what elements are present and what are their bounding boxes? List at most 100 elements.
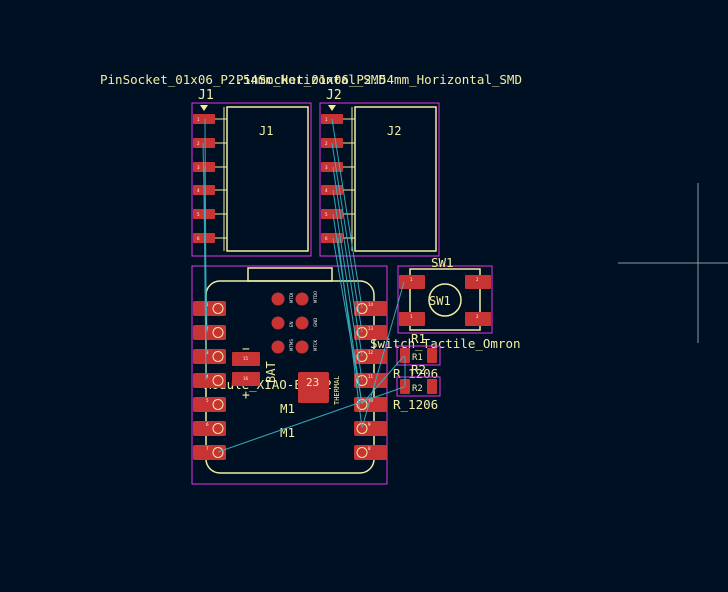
j2-body <box>354 106 437 252</box>
j1-body <box>226 106 309 252</box>
svg-text:7: 7 <box>206 446 209 451</box>
r2-value: R_1206 <box>393 397 438 412</box>
r2-fab-reference: R2 <box>412 384 423 394</box>
bat-plus-label: + <box>242 388 250 403</box>
m1-left-pad[interactable]: 3 <box>193 349 226 364</box>
svg-text:4: 4 <box>325 188 328 193</box>
footprint-m1[interactable]: Module_XIAO-ESP32 M1 M1 1 2 3 4 5 6 7 14… <box>191 265 388 485</box>
pin1-marker-icon <box>328 105 336 111</box>
thermal-pad[interactable]: 23 <box>298 372 329 403</box>
footprint-j2[interactable]: J2 J2 PinSocket_01x06_P2.54mm_Horizontal… <box>236 72 522 257</box>
svg-text:5: 5 <box>197 212 200 217</box>
j1-pad[interactable]: 1 <box>193 114 215 124</box>
ratsnest <box>202 118 406 453</box>
pin1-marker-icon <box>200 105 208 111</box>
m1-left-pad[interactable]: 4 <box>193 373 226 388</box>
m1-left-pad[interactable]: 7 <box>193 445 226 460</box>
j2-courtyard <box>319 102 440 257</box>
r1-fab-reference: R1 <box>412 353 423 363</box>
bat-pad-15[interactable]: 15 <box>232 352 260 366</box>
r1-pad[interactable] <box>427 348 437 363</box>
r1-pad[interactable] <box>400 348 410 363</box>
j1-pad[interactable]: 6 <box>193 233 215 243</box>
r2-reference: R2 <box>411 362 426 377</box>
svg-text:MTCK: MTCK <box>313 340 318 351</box>
svg-text:EN: EN <box>289 321 294 327</box>
svg-text:1: 1 <box>197 117 200 122</box>
footprint-r2[interactable]: R2 R_1206 R2 <box>393 362 441 412</box>
m1-right-pad[interactable]: 10 <box>354 397 387 412</box>
bat-label: BAT <box>264 361 278 383</box>
m1-center-pad-mtms[interactable]: MTMS <box>271 339 295 354</box>
svg-text:13: 13 <box>368 326 374 331</box>
bat-minus-label: − <box>242 342 250 357</box>
thermal-label: THERMAL <box>333 375 341 405</box>
sw1-reference: SW1 <box>431 255 454 270</box>
sw1-courtyard <box>397 265 493 334</box>
crosshair-cursor <box>618 183 728 343</box>
m1-reference: M1 <box>280 401 295 416</box>
j2-fab-reference: J2 <box>387 124 401 138</box>
j1-fab-reference: J1 <box>259 124 273 138</box>
m1-left-pad[interactable]: 2 <box>193 325 226 340</box>
bat-pad-16[interactable]: 16 <box>232 372 260 386</box>
svg-text:2: 2 <box>197 141 200 146</box>
svg-text:15: 15 <box>243 356 249 361</box>
svg-text:2: 2 <box>206 326 209 331</box>
m1-center-pad-en[interactable]: EN <box>271 316 295 330</box>
m1-right-pad[interactable]: 12 <box>354 349 387 364</box>
j1-value: PinSocket_01x06_P2.54mm_Horizontal_SMD <box>100 72 386 87</box>
m1-left-pad[interactable]: 6 <box>193 421 226 436</box>
j2-pin-leads <box>342 118 355 239</box>
svg-text:2: 2 <box>476 314 479 319</box>
sw1-fab-reference: SW1 <box>429 294 451 308</box>
svg-text:4: 4 <box>206 374 209 379</box>
sw1-pad[interactable]: 1 <box>399 312 425 326</box>
m1-right-pad[interactable]: 9 <box>354 421 387 436</box>
svg-text:1: 1 <box>410 277 413 282</box>
svg-text:2: 2 <box>476 277 479 282</box>
m1-right-pad[interactable]: 14 <box>354 301 387 316</box>
j1-reference: J1 <box>198 88 214 103</box>
svg-text:8: 8 <box>368 446 371 451</box>
svg-text:6: 6 <box>206 422 209 427</box>
svg-text:6: 6 <box>197 236 200 241</box>
j2-value: PinSocket_01x06_P2.54mm_Horizontal_SMD <box>236 72 522 87</box>
svg-text:MTMS: MTMS <box>289 339 294 351</box>
svg-text:3: 3 <box>197 165 200 170</box>
svg-text:11: 11 <box>368 374 374 379</box>
svg-text:3: 3 <box>325 165 328 170</box>
j2-reference: J2 <box>326 88 342 103</box>
footprint-sw1[interactable]: SW1 SW1 Switch_Tactile_Omron 1 2 1 2 <box>370 255 521 351</box>
svg-text:2: 2 <box>325 141 328 146</box>
m1-center-pad-mtdo[interactable]: MTDO <box>295 291 319 306</box>
m1-right-pad[interactable]: 8 <box>354 445 387 460</box>
footprint-j1[interactable]: J1 J1 PinSocket_01x06_P2.54mm_Horizontal… <box>100 72 386 257</box>
svg-text:5: 5 <box>206 398 209 403</box>
svg-text:4: 4 <box>197 188 200 193</box>
r1-courtyard <box>396 345 441 366</box>
sw1-pad[interactable]: 2 <box>465 275 491 289</box>
j2-pad[interactable]: 3 <box>321 162 343 172</box>
sw1-value: Switch_Tactile_Omron <box>370 336 521 351</box>
sw1-pad[interactable]: 1 <box>399 275 425 289</box>
sw1-actuator <box>428 283 462 317</box>
j1-pad[interactable]: 2 <box>193 138 215 148</box>
m1-center-pad-mtck[interactable]: MTCK <box>295 340 319 354</box>
svg-text:23: 23 <box>306 376 319 389</box>
r1-reference: R1 <box>411 331 426 346</box>
r2-pad[interactable] <box>427 379 437 394</box>
svg-text:9: 9 <box>368 422 371 427</box>
svg-text:3: 3 <box>206 350 209 355</box>
m1-left-pad[interactable]: 5 <box>193 397 226 412</box>
m1-center-pad-gnd[interactable]: GND <box>295 316 319 330</box>
m1-left-pad[interactable]: 1 <box>193 301 226 316</box>
j1-courtyard <box>191 102 312 257</box>
m1-right-pad[interactable]: 13 <box>354 325 387 340</box>
svg-text:5: 5 <box>325 212 328 217</box>
sw1-body <box>409 268 481 331</box>
m1-center-pad-mtdi[interactable]: MTDI <box>271 292 295 306</box>
sw1-pad[interactable]: 2 <box>465 312 491 326</box>
j2-pad[interactable]: 4 <box>321 185 343 195</box>
